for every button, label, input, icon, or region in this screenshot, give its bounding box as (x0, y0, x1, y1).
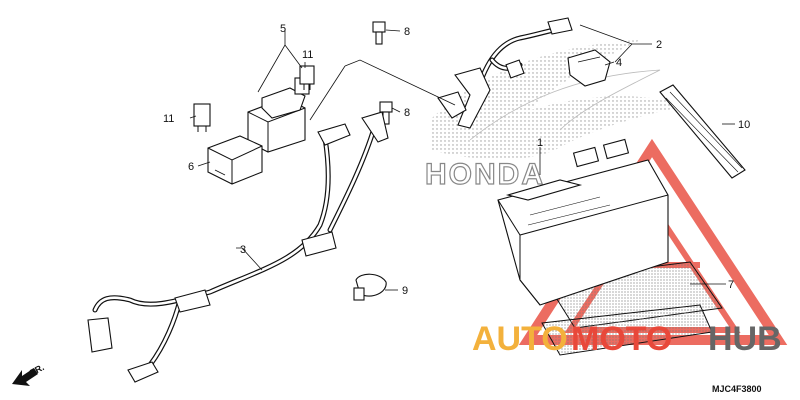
part-3-wire-harness (87, 111, 389, 383)
part-6-relay-cover (207, 135, 263, 185)
callout-8-upper: 8 (404, 26, 410, 38)
callout-11-left: 11 (163, 113, 174, 125)
callout-7: 7 (728, 279, 734, 291)
diagram-code: MJC4F3800 (712, 384, 762, 394)
callout-3: 3 (240, 244, 246, 256)
callout-5: 5 (280, 23, 286, 35)
front-direction-label: FR. (28, 362, 45, 378)
callout-6: 6 (188, 161, 194, 173)
callout-10: 10 (738, 119, 750, 131)
callout-8-lower: 8 (404, 107, 410, 119)
leader-lines (189, 24, 735, 291)
callout-4: 4 (616, 57, 622, 69)
part-8-bolt-lower (379, 101, 393, 125)
part-10-battery-band (659, 84, 746, 179)
part-1-battery (497, 138, 669, 306)
part-2-battery-cable (437, 17, 573, 129)
watermark-text-hub: HUB (708, 320, 782, 358)
part-11-fuse-left (193, 103, 211, 132)
honda-wing-logo (430, 40, 690, 160)
part-9-cable-band (353, 273, 387, 301)
callout-1: 1 (537, 137, 543, 149)
watermark-text: AUTO MOTO HUB (472, 320, 782, 358)
front-direction-arrow (12, 368, 38, 386)
part-5-starter-relay (247, 77, 310, 153)
callout-9: 9 (402, 285, 408, 297)
callout-11-upper: 11 (302, 49, 313, 61)
part-11-fuse-upper (299, 65, 315, 90)
honda-brand-text: HONDA (425, 158, 545, 191)
part-8-bolt-upper (372, 21, 386, 45)
watermark-text-moto: MOTO (571, 320, 672, 358)
watermark-text-auto: AUTO (472, 320, 568, 358)
part-4-terminal-cover (567, 49, 611, 87)
callout-2: 2 (656, 39, 662, 51)
